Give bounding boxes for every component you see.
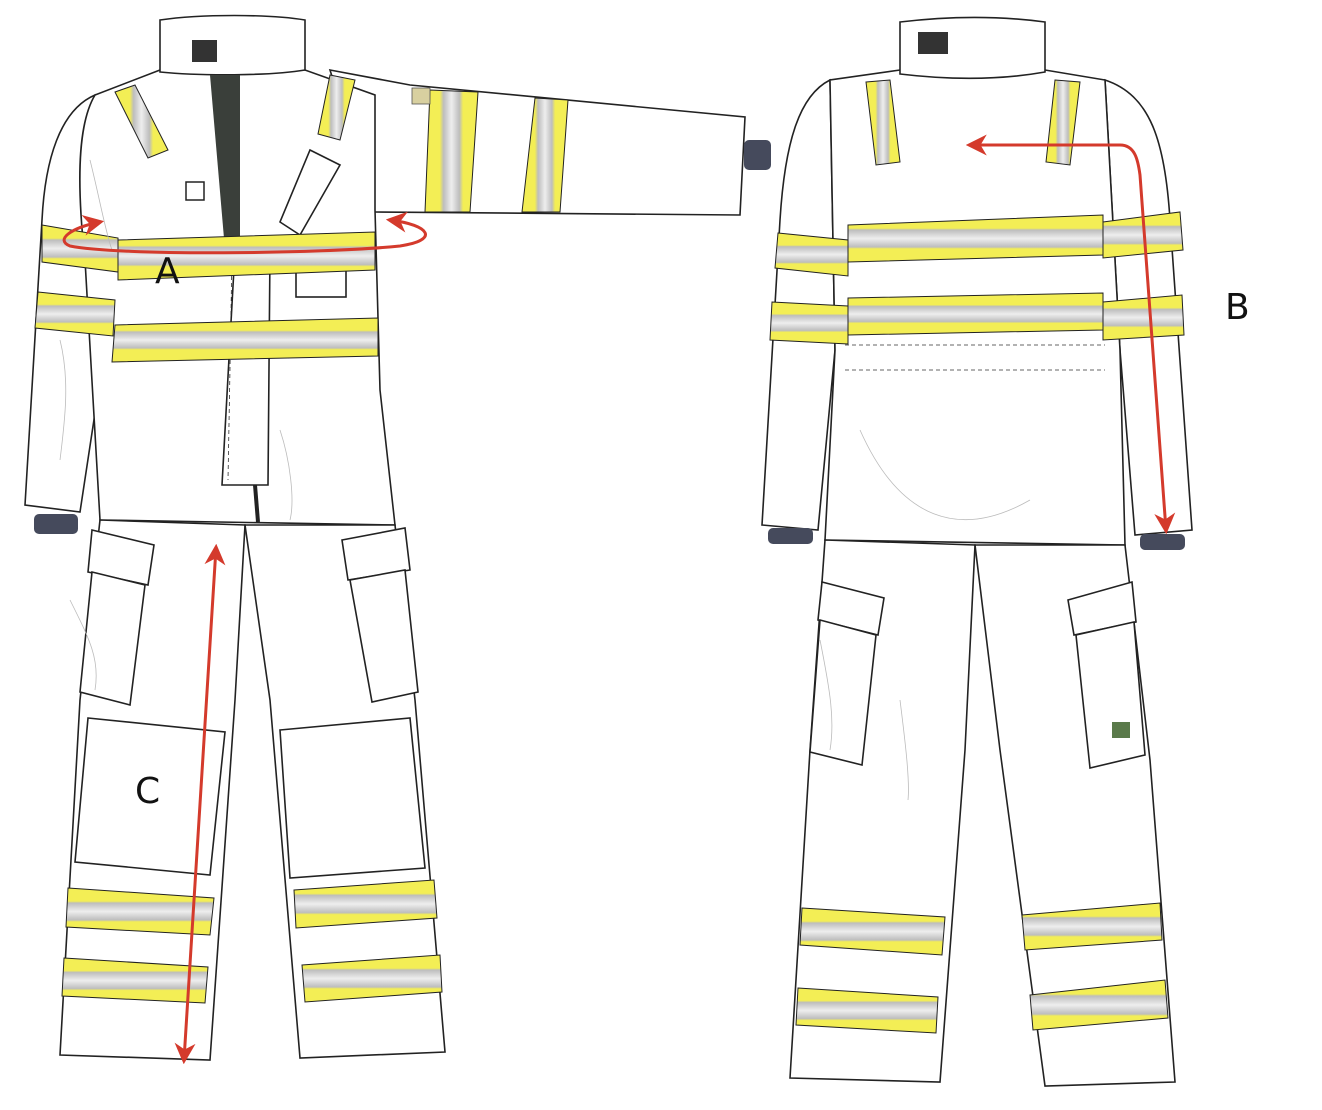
- zipper-pull: [253, 484, 260, 523]
- label-b: B: [1225, 287, 1250, 328]
- label-a: A: [155, 251, 180, 292]
- back-leg-pockets: [809, 580, 1146, 769]
- back-left-cuff: [768, 528, 813, 544]
- back-pocket-label: [1112, 722, 1130, 738]
- sleeve-label: [411, 87, 431, 105]
- front-zipper-placket: [210, 75, 240, 250]
- front-collar: [159, 14, 306, 76]
- front-view: [24, 14, 771, 1061]
- arrow-c-inseam: [174, 543, 226, 1065]
- arrow-a-chest: [62, 211, 427, 255]
- back-view: [761, 16, 1193, 1087]
- front-collar-patch: [192, 40, 217, 62]
- back-right-cuff: [1140, 534, 1185, 550]
- arrow-b-sleeve: [965, 134, 1176, 535]
- front-right-cuff: [744, 140, 771, 170]
- front-left-cuff: [34, 514, 78, 534]
- measurement-arrows: [62, 134, 1176, 1065]
- label-c: C: [135, 771, 161, 812]
- front-badge-tab: [185, 181, 205, 201]
- back-collar-patch: [918, 32, 948, 54]
